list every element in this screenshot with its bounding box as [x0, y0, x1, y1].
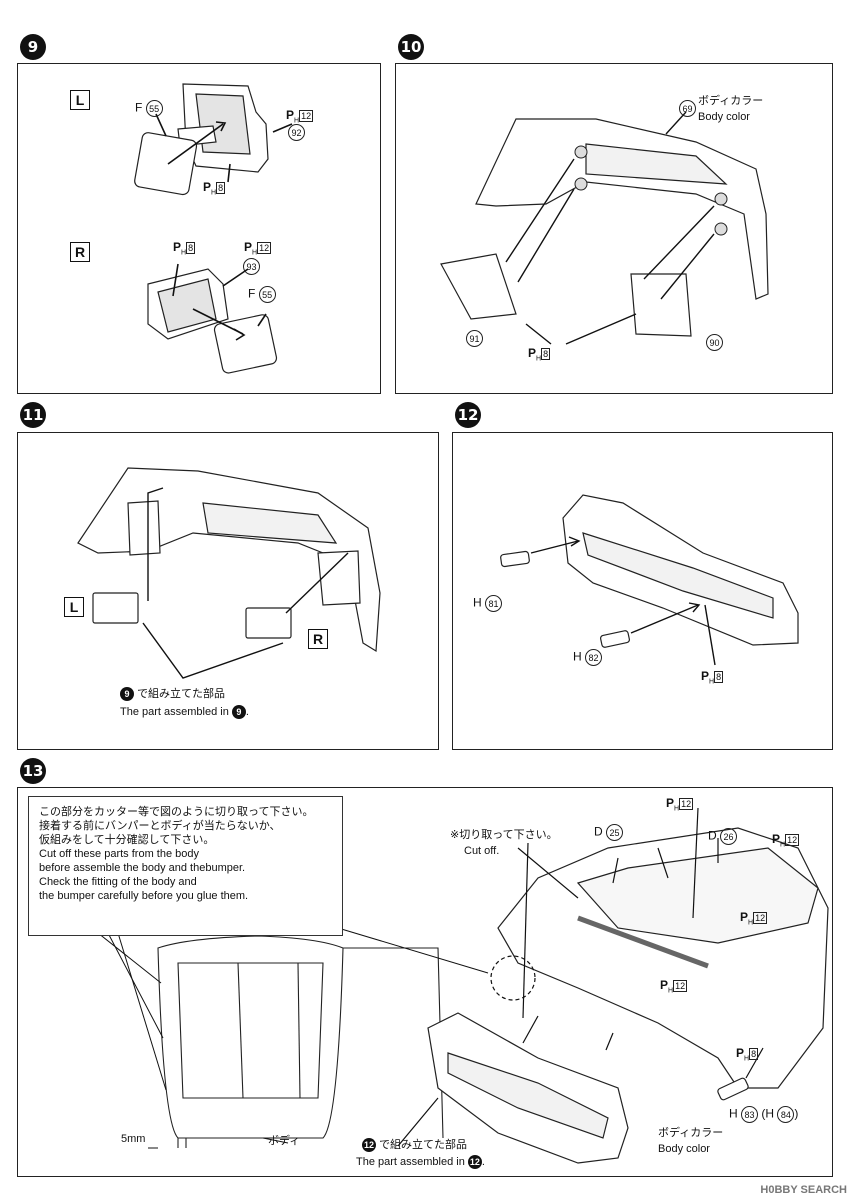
label-part-90: 90: [706, 334, 723, 351]
step-9-badge: 9: [20, 34, 46, 60]
step-9-right-badge: R: [70, 242, 90, 262]
label-cut-jp: ※切り取って下さい。: [450, 829, 558, 841]
label-part-69: 69: [679, 100, 696, 117]
label-ph12-right: PH12: [244, 240, 272, 257]
dimension-5mm: 5mm: [121, 1133, 146, 1145]
step-11-right-badge: R: [308, 629, 328, 649]
step-10-panel: 69 ボディカラー Body color 91 90 PH8: [395, 63, 833, 394]
label-part-92: 92: [288, 124, 305, 141]
step-13-ref-en: The part assembled in 12.: [356, 1155, 485, 1170]
step-13-ref-jp: 12 で組み立てた部品: [362, 1138, 468, 1153]
label-ph8: PH8: [528, 346, 551, 363]
label-f55-left: F 55: [135, 100, 163, 117]
label-part-93: 93: [243, 258, 260, 275]
body-color-en: Body color: [658, 1143, 710, 1155]
step-12-panel: H 81 H 82 PH8: [452, 432, 833, 750]
label-ph8: PH8: [736, 1046, 759, 1063]
step-11-drawing: [77, 467, 381, 679]
label-ph12-c: PH12: [740, 910, 768, 927]
label-body-jp: ボディ: [268, 1135, 301, 1147]
note-jp-line-2: 接着する前にバンパーとボディが当たらないか、: [39, 820, 281, 832]
label-ph12-left: PH12: [286, 108, 314, 125]
step-10-drawing: [440, 111, 769, 345]
step-11-ref-en: The part assembled in 9.: [120, 705, 249, 720]
step-9-left-badge: L: [70, 90, 90, 110]
label-part-91: 91: [466, 330, 483, 347]
step-11-left-badge: L: [64, 597, 84, 617]
body-color-jp: ボディカラー: [698, 95, 764, 107]
body-color-en: Body color: [698, 111, 750, 123]
step-13-badge: 13: [20, 758, 46, 784]
step-11-badge: 11: [20, 402, 46, 428]
label-d25: D 25: [594, 824, 624, 841]
step-9-drawing: [134, 83, 293, 374]
label-ph8-left: PH8: [203, 180, 226, 197]
step-13-panel: この部分をカッター等で図のように切り取って下さい。 接着する前にバンパーとボディ…: [17, 787, 833, 1177]
note-en-line-2: before assemble the body and thebumper.: [39, 862, 246, 874]
note-en-line-3: Check the fitting of the body and: [39, 876, 197, 888]
label-f55-right: F 55: [248, 286, 276, 303]
label-h81: H 81: [473, 595, 503, 612]
step-9-panel: L R F 55 PH12 92 PH8 PH8 PH12 93 F 55: [17, 63, 381, 394]
step-12-drawing: [500, 494, 799, 666]
note-jp-line-1: この部分をカッター等で図のように切り取って下さい。: [39, 806, 314, 818]
label-ph8: PH8: [701, 669, 724, 686]
label-ph12-b: PH12: [772, 832, 800, 849]
step-11-ref-jp: 9 で組み立てた部品: [120, 687, 225, 702]
note-en-line-4: the bumper carefully before you glue the…: [39, 890, 249, 902]
step-11-panel: L R 9 で組み立てた部品 The part assembled in 9.: [17, 432, 439, 750]
step-13-note-box: この部分をカッター等で図のように切り取って下さい。 接着する前にバンパーとボディ…: [28, 796, 343, 936]
step-13-drawing: [97, 807, 829, 1164]
label-ph8-right: PH8: [173, 240, 196, 257]
label-h83-h84: H 83 (H 84): [729, 1106, 798, 1123]
label-ph12-a: PH12: [666, 796, 694, 813]
step-10-badge: 10: [398, 34, 424, 60]
watermark: H0BBY SEARCH: [760, 1184, 847, 1196]
label-cut-en: Cut off.: [464, 845, 500, 857]
step-12-badge: 12: [455, 402, 481, 428]
label-d26: D 26: [708, 828, 738, 845]
note-jp-line-3: 仮組みをして十分確認して下さい。: [39, 834, 215, 846]
body-color-jp: ボディカラー: [658, 1127, 724, 1139]
label-ph12-d: PH12: [660, 978, 688, 995]
note-en-line-1: Cut off these parts from the body: [39, 848, 199, 860]
label-h82: H 82: [573, 649, 603, 666]
